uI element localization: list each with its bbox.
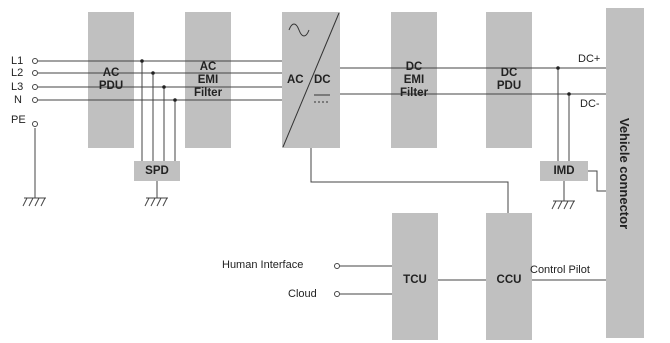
converter-diagonal bbox=[282, 12, 340, 148]
human-interface-terminal bbox=[334, 263, 340, 269]
converter-symbol bbox=[282, 12, 340, 148]
ground-icon-imd bbox=[551, 200, 575, 210]
ground-symbols bbox=[22, 197, 575, 210]
ground-icon-spd bbox=[144, 197, 168, 207]
spd-block bbox=[134, 161, 180, 181]
blocks bbox=[88, 8, 644, 340]
l1-terminal bbox=[32, 58, 38, 64]
tcu-block bbox=[392, 213, 438, 340]
ac-emi-filter-block bbox=[185, 12, 231, 148]
vehicle-connector-block bbox=[606, 8, 644, 338]
cloud-terminal bbox=[334, 291, 340, 297]
ccu-block bbox=[486, 213, 532, 340]
ground-icon-pe bbox=[22, 197, 46, 207]
dc-emi-filter-block bbox=[391, 12, 437, 148]
junction-dots bbox=[140, 59, 571, 102]
wiring bbox=[34, 60, 606, 295]
sine-icon bbox=[288, 23, 310, 37]
l3-terminal bbox=[32, 84, 38, 90]
ac-pdu-block bbox=[88, 12, 134, 148]
imd-block bbox=[540, 161, 588, 181]
terminals bbox=[32, 58, 340, 297]
dc-pdu-block bbox=[486, 12, 532, 148]
l2-terminal bbox=[32, 70, 38, 76]
n-terminal bbox=[32, 97, 38, 103]
pe-terminal bbox=[32, 121, 38, 127]
